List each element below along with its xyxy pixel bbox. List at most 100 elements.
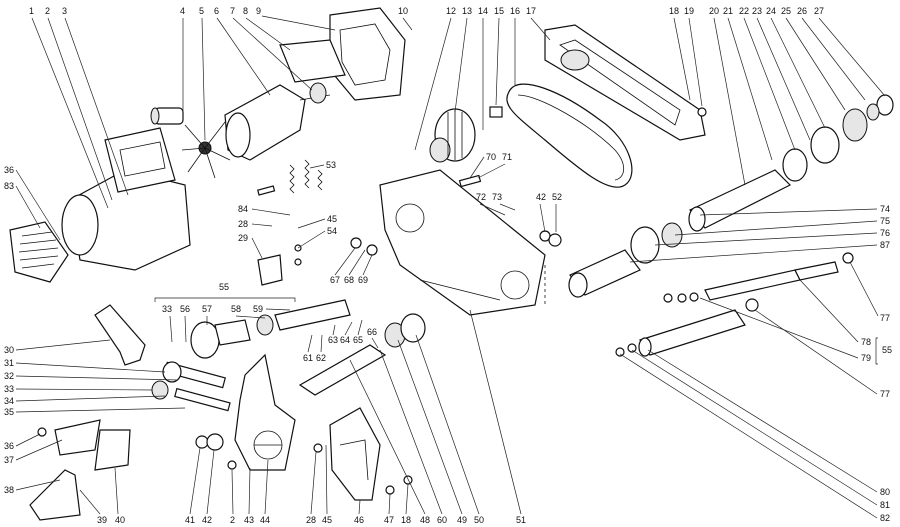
callout-19: 19 <box>684 6 703 107</box>
label-9: 9 <box>256 6 261 16</box>
threaded-rods <box>151 361 231 412</box>
callout-52: 52 <box>552 192 562 232</box>
lever-arm <box>638 298 759 357</box>
label-43: 43 <box>244 515 254 525</box>
label-18b: 18 <box>401 515 411 525</box>
label-36b: 36 <box>4 441 14 451</box>
label-75: 75 <box>880 216 890 226</box>
callout-68: 68 <box>344 249 366 285</box>
label-37: 37 <box>4 455 14 465</box>
drive-belt <box>506 83 633 188</box>
callout-48: 48 <box>349 359 430 525</box>
label-4: 4 <box>180 6 185 16</box>
callout-14: 14 <box>478 6 488 130</box>
label-50: 50 <box>474 515 484 525</box>
label-22: 22 <box>739 6 749 16</box>
callout-21: 21 <box>723 6 773 161</box>
label-79: 79 <box>861 353 871 363</box>
callout-3: 3 <box>62 6 129 196</box>
label-52: 52 <box>552 192 562 202</box>
label-61: 61 <box>303 353 313 363</box>
label-51: 51 <box>516 515 526 525</box>
callout-20: 20 <box>709 6 746 186</box>
callout-27: 27 <box>814 6 886 97</box>
label-49: 49 <box>457 515 467 525</box>
label-67: 67 <box>330 275 340 285</box>
callout-16: 16 <box>510 6 520 85</box>
callout-2b: 2 <box>230 469 235 525</box>
label-53: 53 <box>326 160 336 170</box>
label-74: 74 <box>880 204 890 214</box>
label-23: 23 <box>752 6 762 16</box>
label-54: 54 <box>327 226 337 236</box>
callout-42a: 42 <box>536 192 546 233</box>
label-73: 73 <box>492 192 502 202</box>
label-77b: 77 <box>880 389 890 399</box>
label-26: 26 <box>797 6 807 16</box>
callout-42b: 42 <box>202 449 215 525</box>
callout-36b: 36 <box>4 433 41 451</box>
callout-63: 63 <box>328 324 338 345</box>
callout-10: 10 <box>398 6 413 31</box>
springs <box>289 159 323 194</box>
callout-76: 76 <box>654 228 890 246</box>
label-63: 63 <box>328 335 338 345</box>
label-2: 2 <box>45 6 50 16</box>
callout-69: 69 <box>358 254 373 285</box>
label-38: 38 <box>4 485 14 495</box>
label-10: 10 <box>398 6 408 16</box>
callout-43: 43 <box>244 467 254 525</box>
callout-36a: 36 <box>4 165 61 241</box>
label-81: 81 <box>880 500 890 510</box>
bearing-set <box>782 94 894 182</box>
label-18: 18 <box>669 6 679 16</box>
label-65: 65 <box>353 335 363 345</box>
callout-41: 41 <box>185 447 201 525</box>
callout-39: 39 <box>79 489 107 525</box>
callout-5: 5 <box>199 6 206 141</box>
side-cover <box>329 407 381 501</box>
label-76: 76 <box>880 228 890 238</box>
callout-87: 87 <box>629 240 890 263</box>
label-40: 40 <box>115 515 125 525</box>
label-77a: 77 <box>880 313 890 323</box>
label-25: 25 <box>781 6 791 16</box>
callout-78: 78 <box>799 279 871 347</box>
callout-72: 72 <box>476 192 506 216</box>
label-55a: 55 <box>219 282 229 292</box>
callout-30: 30 <box>4 339 111 355</box>
label-87: 87 <box>880 240 890 250</box>
label-41: 41 <box>185 515 195 525</box>
spindle-shaft <box>688 169 792 232</box>
sleeve-and-bushing <box>568 222 683 298</box>
callout-6: 6 <box>214 6 271 96</box>
label-84: 84 <box>238 204 248 214</box>
callout-17: 17 <box>526 6 551 41</box>
output-shaft <box>298 313 426 396</box>
label-8: 8 <box>243 6 248 16</box>
callout-55b: 55 <box>875 337 892 365</box>
label-27: 27 <box>814 6 824 16</box>
label-16: 16 <box>510 6 520 16</box>
label-48: 48 <box>420 515 430 525</box>
label-14: 14 <box>478 6 488 16</box>
callout-37: 37 <box>4 439 63 465</box>
callout-80: 80 <box>647 349 890 497</box>
label-33: 33 <box>162 304 172 314</box>
callout-45a: 45 <box>297 214 337 229</box>
cooling-fan <box>181 121 231 179</box>
label-47: 47 <box>384 515 394 525</box>
callout-13: 13 <box>454 6 472 113</box>
callout-1: 1 <box>29 6 109 209</box>
label-80: 80 <box>880 487 890 497</box>
callout-9: 9 <box>256 6 336 31</box>
callout-66: 66 <box>367 327 379 349</box>
label-55b: 55 <box>882 345 892 355</box>
label-3: 3 <box>62 6 67 16</box>
callout-57: 57 <box>202 304 212 325</box>
callout-18b: 18 <box>401 483 411 525</box>
label-34: 34 <box>4 396 14 406</box>
label-19: 19 <box>684 6 694 16</box>
label-64: 64 <box>340 335 350 345</box>
label-42a: 42 <box>536 192 546 202</box>
